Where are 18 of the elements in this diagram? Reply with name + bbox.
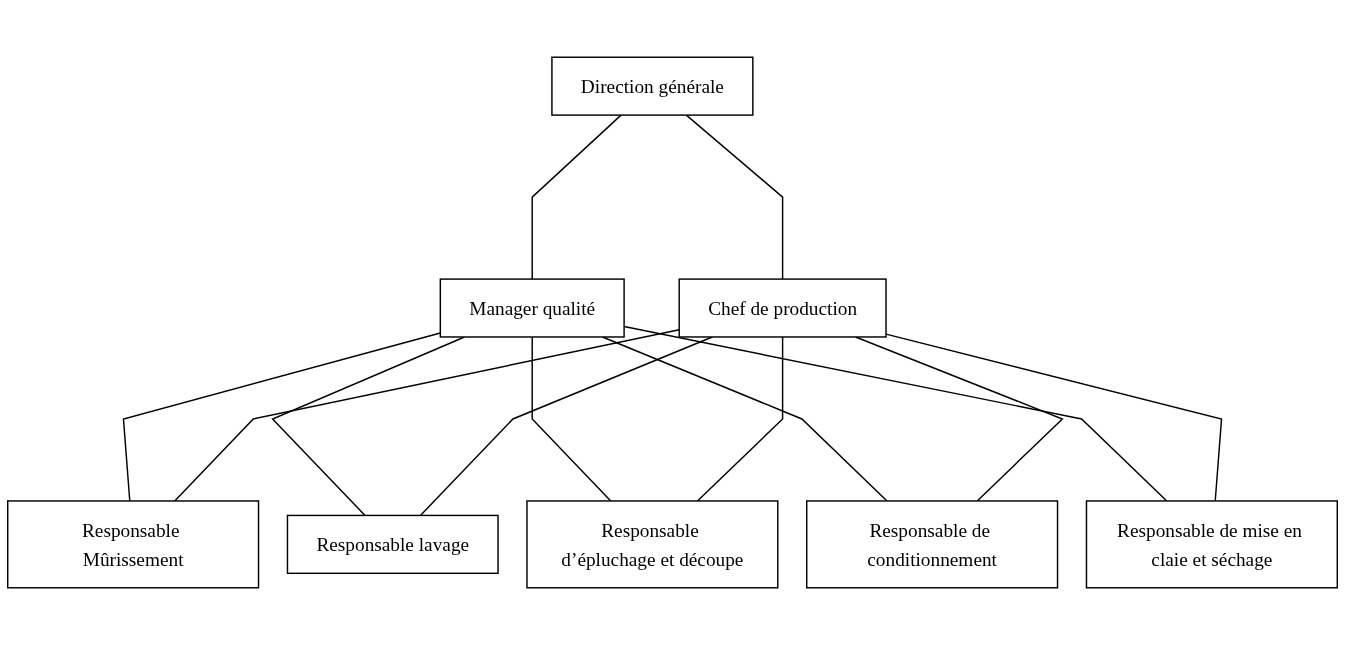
- connector: [174, 328, 680, 502]
- connector: [885, 333, 1223, 502]
- node-box: Direction générale: [551, 56, 754, 116]
- node-box: Responsable de conditionnement: [806, 500, 1059, 589]
- connector: [685, 114, 784, 280]
- node-box: Responsable lavage: [286, 514, 499, 575]
- connector: [531, 336, 612, 502]
- connector: [531, 114, 622, 280]
- node-box: Responsable Mûrissement: [7, 500, 260, 589]
- node-box: Chef de production: [678, 278, 887, 338]
- connector: [601, 336, 888, 502]
- connector: [271, 336, 466, 517]
- connector: [854, 336, 1064, 502]
- node-box: Responsable de mise en claie et séchage: [1085, 500, 1338, 589]
- node-box: Responsable d’épluchage et découpe: [526, 500, 779, 589]
- node-box: Manager qualité: [439, 278, 625, 338]
- connector: [419, 336, 713, 517]
- connector: [696, 336, 784, 502]
